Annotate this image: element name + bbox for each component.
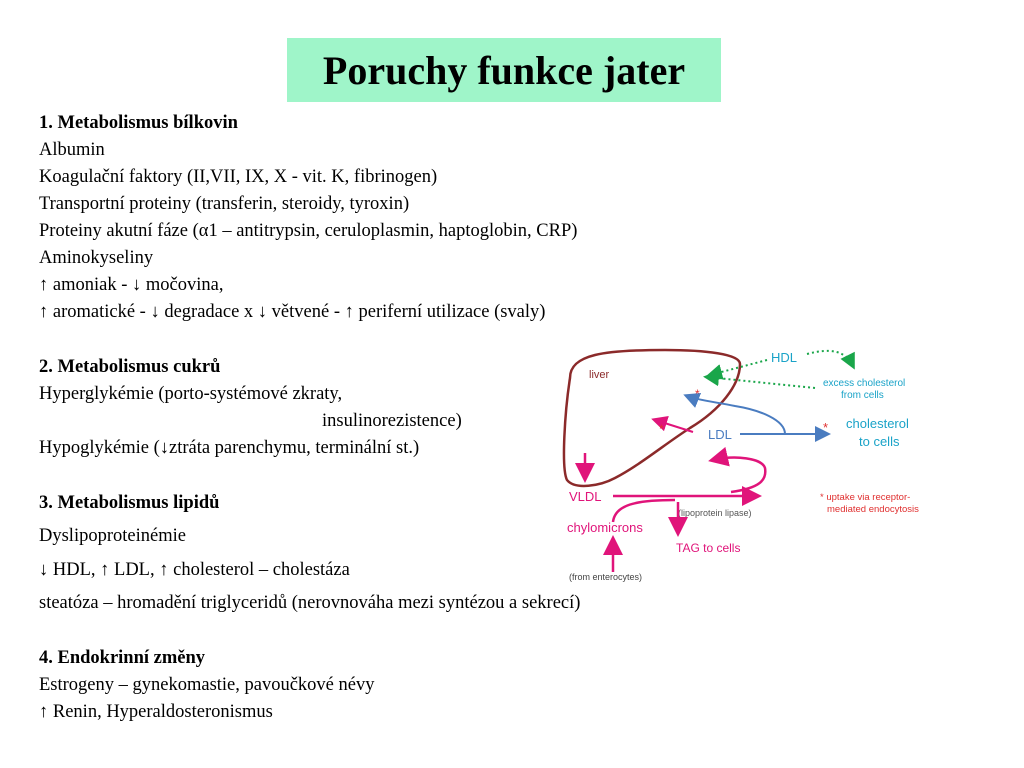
text-line: ↓ HDL, ↑ LDL, ↑ cholesterol – cholestáza — [39, 560, 350, 580]
section-heading-sugar: 2. Metabolismus cukrů — [39, 357, 221, 377]
text-line: Estrogeny – gynekomastie, pavoučkové név… — [39, 675, 375, 695]
text-line: Dyslipoproteinémie — [39, 526, 186, 546]
text-line: Hyperglykémie (porto-systémové zkraty, — [39, 384, 343, 404]
text-line: ↑ aromatické - ↓ degradace x ↓ větvené -… — [39, 302, 546, 322]
text-line: Albumin — [39, 140, 105, 160]
section-heading-lipid: 3. Metabolismus lipidů — [39, 493, 220, 513]
vldl-remnant-arrow — [651, 415, 694, 433]
cholesterol-label-2: to cells — [859, 434, 900, 449]
excess-cholesterol-label: excess cholesterol — [823, 378, 905, 389]
lipase-label: (lipoprotein lipase) — [678, 508, 752, 518]
ldl-label: LDL — [708, 427, 732, 442]
vldl-to-ldl-loop — [708, 446, 767, 494]
page-title: Poruchy funkce jater — [322, 47, 686, 93]
tag-label: TAG to cells — [676, 541, 740, 555]
section-heading-endocrine: 4. Endokrinní změny — [39, 648, 206, 668]
text-line: Koagulační faktory (II,VII, IX, X - vit.… — [39, 167, 438, 187]
text-line: Transportní proteiny (transferin, steroi… — [39, 194, 410, 214]
text-line: Proteiny akutní fáze (α1 – antitrypsin, … — [39, 221, 578, 241]
text-line: insulinorezistence) — [322, 411, 462, 431]
receptor-note-2: mediated endocytosis — [827, 504, 919, 515]
vldl-label: VLDL — [569, 489, 602, 504]
liver-outline — [562, 348, 742, 488]
hdl-label: HDL — [771, 350, 797, 365]
chylo-to-lipase-arrow — [611, 498, 676, 523]
receptor-note: * uptake via receptor- — [820, 492, 910, 503]
text-line: Aminokyseliny — [39, 248, 154, 268]
star-2: * — [695, 387, 700, 401]
star-1: * — [659, 422, 664, 436]
ldl-loop-arrow — [683, 393, 786, 435]
title-box: Poruchy funkce jater — [287, 38, 721, 102]
ldl-star: * — [823, 420, 828, 435]
excess-cholesterol-label-2: from cells — [841, 390, 884, 401]
cholesterol-label: cholesterol — [846, 416, 909, 431]
text-line: steatóza – hromadění triglyceridů (nerov… — [39, 593, 581, 613]
enterocytes-label: (from enterocytes) — [569, 572, 642, 582]
lipoprotein-diagram: liver HDL excess cholesterol from cells … — [562, 348, 919, 582]
excess-return-arrow — [703, 370, 816, 389]
text-line: ↑ Renin, Hyperaldosteronismus — [39, 702, 273, 722]
hdl-to-cells-arrow — [806, 349, 855, 370]
liver-label: liver — [589, 369, 610, 381]
text-line: ↑ amoniak - ↓ močovina, — [39, 275, 224, 295]
text-line: Hypoglykémie (↓ztráta parenchymu, termin… — [39, 438, 420, 458]
chylomicrons-label: chylomicrons — [567, 520, 643, 535]
section-heading-protein: 1. Metabolismus bílkovin — [39, 113, 238, 133]
